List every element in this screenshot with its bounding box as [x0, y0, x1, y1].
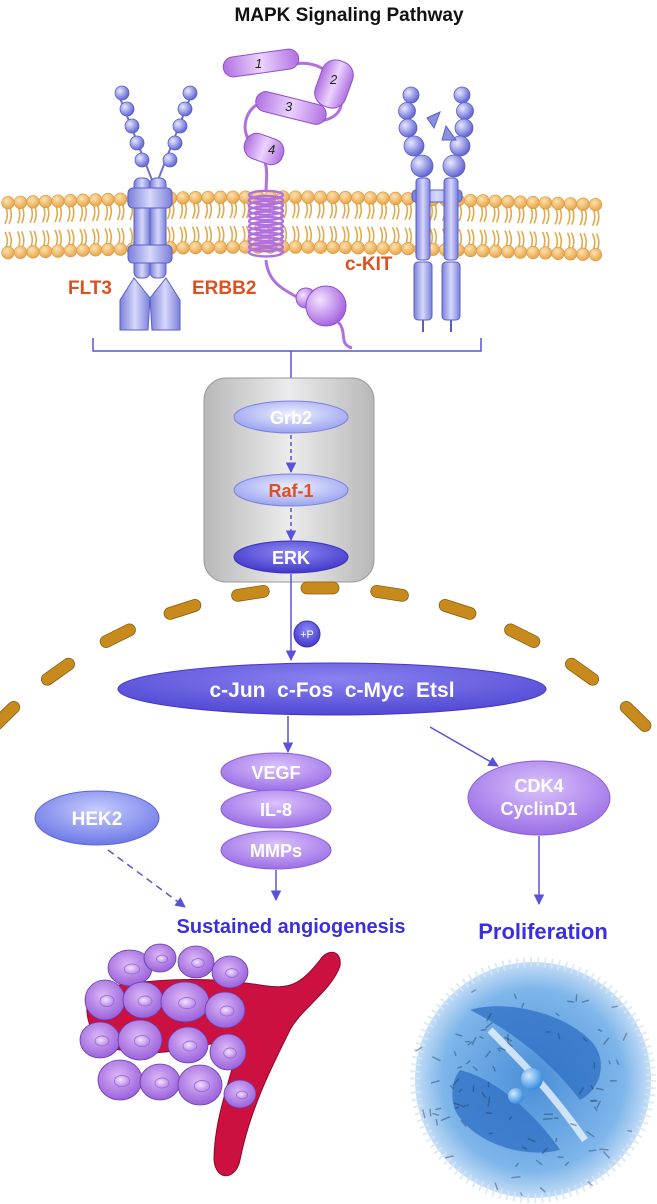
- arrow-hek2-angiogenesis: [107, 849, 186, 908]
- mmps-node: [220, 830, 332, 870]
- nuclear-membrane: [0, 581, 652, 732]
- erbb2-domain-4: 4: [268, 142, 275, 157]
- erbb2-label: ERBB2: [192, 278, 256, 299]
- erk-label: ERK: [272, 548, 310, 568]
- erbb2-domain-2: 2: [329, 72, 338, 87]
- receptor-bracket: [92, 338, 482, 352]
- cdk4-label: CDK4: [514, 776, 563, 796]
- hek2-node: [34, 790, 160, 846]
- proliferation-illustration: [410, 957, 656, 1203]
- erbb2-receptor: [222, 48, 354, 350]
- transcription-factor-label: c-Jun c-Fos c-Myc Etsl: [209, 679, 454, 702]
- cyclind1-label: CyclinD1: [500, 799, 577, 819]
- erk-node: [233, 540, 349, 574]
- cell-membrane: [1, 190, 603, 262]
- phospho-badge: [293, 620, 321, 648]
- vegf-label: VEGF: [251, 763, 300, 783]
- angiogenesis-illustration: [79, 943, 341, 1177]
- hek2-label: HEK2: [72, 809, 123, 830]
- il8-label: IL-8: [260, 800, 292, 820]
- flt3-receptor: [114, 85, 198, 331]
- raf1-node: [233, 473, 349, 507]
- flt3-label: FLT3: [68, 278, 112, 299]
- erbb2-domain-3: 3: [285, 99, 293, 114]
- proliferation-outcome: Proliferation: [478, 919, 608, 944]
- phospho-label: +P: [300, 629, 314, 641]
- ckit-receptor: [398, 86, 474, 332]
- transcription-factor-node: [117, 662, 547, 716]
- angiogenesis-outcome: Sustained angiogenesis: [177, 916, 406, 938]
- raf1-label: Raf-1: [268, 481, 313, 501]
- cdk4-cyclind1-node: [467, 760, 611, 836]
- mmps-label: MMPs: [250, 841, 302, 861]
- ckit-label: c-KIT: [345, 254, 393, 275]
- grb2-node: [233, 400, 349, 434]
- diagram-title: MAPK Signaling Pathway: [234, 5, 464, 26]
- grb2-label: Grb2: [270, 408, 312, 428]
- arrow-tf-cdk4: [429, 726, 499, 767]
- erbb2-domain-1: 1: [255, 56, 262, 71]
- il8-node: [220, 789, 332, 829]
